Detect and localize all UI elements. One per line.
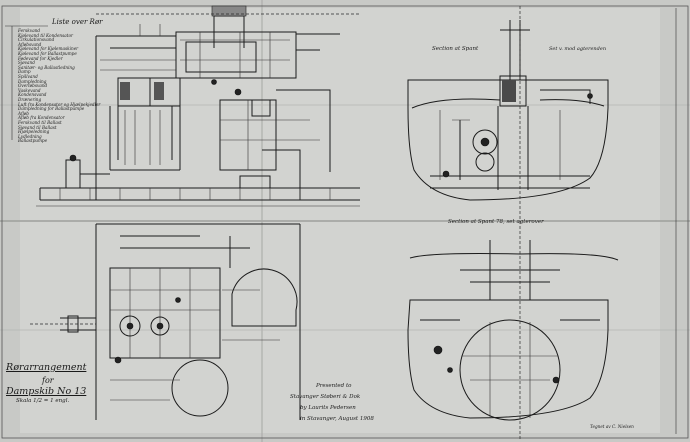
legend-item: Dampledning	[18, 78, 47, 84]
legend-item: Kondensvand	[18, 92, 47, 98]
legend-item: Sjøvand til Ballast	[18, 124, 57, 130]
section-view-lower	[407, 240, 619, 421]
legend-item: Afløb fra Kondensator	[18, 115, 65, 121]
legend-item: Dampledning for Ballastpumpe	[18, 106, 85, 112]
legend-item: Cirkulationsvand	[18, 37, 55, 43]
drawing-scale: Skala 1/2 = 1 engl.	[16, 398, 70, 404]
legend-item: Sjøvand	[18, 60, 35, 66]
legend-item: Luft fra Kondensator og Hjælpekjedler	[18, 101, 101, 107]
legend-item: Ferskvand	[18, 28, 41, 33]
legend-item: Ballastpumpe	[18, 138, 48, 144]
engine-room-elevation	[36, 5, 360, 207]
section-caption-upper: Section at Spant	[432, 46, 479, 52]
legend-item: Afløb	[18, 110, 29, 116]
legend-item: Hjælpeledning	[18, 129, 50, 135]
drawn-by: Tegnet av C. Nielsen	[590, 424, 634, 429]
presented-line-2: Stavanger Støberi & Dok	[290, 394, 361, 400]
legend-item: Fødevand for Kjedler	[18, 55, 63, 61]
legend-item: Kjølevand for Kjølemaskiner	[18, 46, 79, 52]
legend-title: Liste over Rør	[52, 18, 103, 26]
legend-item: Spillvand	[18, 74, 38, 79]
legend-item: Afløbsvand	[18, 41, 42, 47]
legend-item: Lydledning	[18, 133, 42, 139]
legend-item: Vaskevand	[18, 87, 41, 93]
legend-item: Damp	[18, 69, 31, 75]
drawing-title: Rørarrangement	[6, 362, 87, 373]
presented-line-1: Presented to	[316, 383, 352, 389]
section-caption-upper-right: Set v. mod agterenden	[549, 46, 607, 52]
legend-item: Sanitær- og Ballastledning	[18, 64, 75, 70]
legend-item: Drænering	[18, 97, 42, 102]
presented-line-3: by Laurits Pedersen	[300, 405, 356, 411]
drawing-ship-name: Dampskib No 13	[6, 386, 87, 397]
drawing-title-for: for	[42, 376, 54, 385]
legend-frame	[5, 25, 48, 140]
presented-line-4: in Stavanger, August 1908	[300, 416, 374, 422]
legend-item: Overløbsvand	[18, 83, 48, 89]
legend-item: Kjølevand for Ballastpumpe	[18, 51, 77, 56]
engine-room-plan	[30, 223, 301, 420]
section-view-upper	[407, 6, 609, 440]
legend-item: Kjølevand til Kondensator	[18, 32, 73, 38]
section-caption-lower: Section at Spant 78, set agterover	[448, 219, 544, 225]
legend-item: Ferskvand til Ballast	[18, 120, 62, 125]
